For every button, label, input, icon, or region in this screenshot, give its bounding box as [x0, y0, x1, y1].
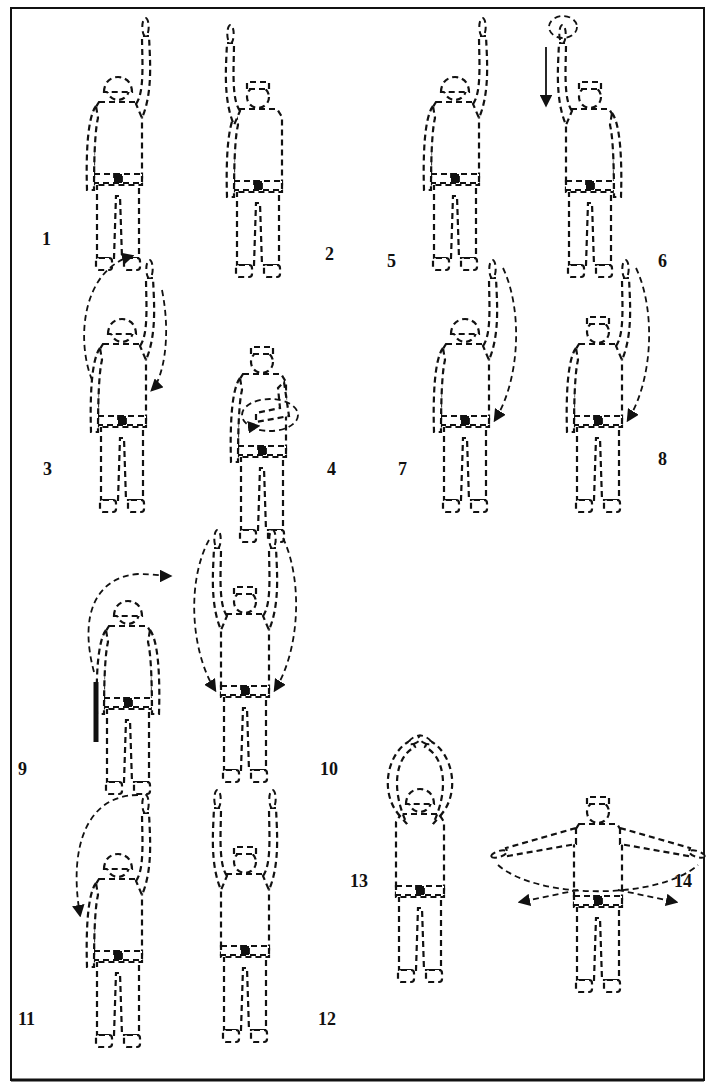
callout-number: 14 [674, 872, 692, 890]
callout-number: 13 [350, 872, 368, 890]
callout-number: 9 [18, 760, 27, 778]
callout-number: 12 [318, 1010, 336, 1028]
callout-number: 10 [320, 760, 338, 778]
callout-number: 1 [42, 230, 51, 248]
callout-number: 2 [325, 245, 334, 263]
callout-number: 7 [398, 460, 407, 478]
callout-number: 4 [327, 460, 336, 478]
callout-number: 11 [18, 1010, 35, 1028]
callout-number: 6 [658, 252, 667, 270]
callout-number: 5 [387, 252, 396, 270]
callout-number: 3 [43, 460, 52, 478]
callout-number: 8 [658, 450, 667, 468]
